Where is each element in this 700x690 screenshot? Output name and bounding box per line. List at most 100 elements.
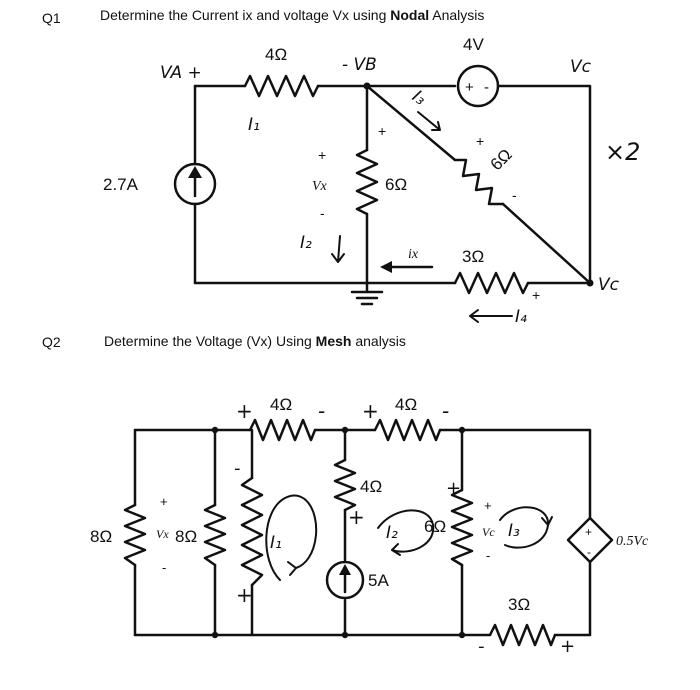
q2-hand-i2: I₂ bbox=[386, 523, 398, 543]
q1-title-prefix: Determine the Current ix and voltage Vx … bbox=[100, 7, 391, 23]
q1-number: Q1 bbox=[42, 10, 61, 26]
q2-node-a bbox=[211, 426, 219, 434]
q1-current-source bbox=[173, 162, 217, 206]
q1-hand-va: VA + bbox=[160, 63, 202, 83]
q2-hand-plus-6ohm: + bbox=[446, 478, 461, 499]
q1-hand-i3-arrow-icon bbox=[417, 111, 441, 131]
q1-title: Determine the Current ix and voltage Vx … bbox=[100, 7, 484, 23]
q1-voltage-source-4v bbox=[456, 64, 500, 108]
q1-label-r-bottom: 3Ω bbox=[462, 247, 484, 266]
q1-label-source-minus: - bbox=[484, 79, 489, 96]
q2-source-arrowhead-icon bbox=[339, 564, 351, 575]
q1-hand-i4-arrow-icon bbox=[469, 309, 513, 323]
q1-source-arrowhead-icon bbox=[188, 166, 202, 178]
q2-label-dep-source: 0.5Vc bbox=[616, 534, 649, 549]
q1-label-ix: ix bbox=[408, 247, 419, 262]
q2-label-r-6: 6Ω bbox=[424, 517, 446, 536]
q1-hand-i3: I₃ bbox=[408, 86, 429, 109]
q1-label-vx: Vx bbox=[312, 179, 328, 194]
q2-hand-plus-top-right: + bbox=[362, 399, 379, 423]
q2-bottom-wire-right bbox=[553, 560, 592, 637]
q1-label-vx-minus: - bbox=[320, 205, 325, 221]
q2-label-r-bottom: 3Ω bbox=[508, 595, 530, 614]
q1-label-r-mid: 6Ω bbox=[385, 175, 407, 194]
q1-hand-i2-arrow-icon bbox=[331, 235, 345, 263]
q2-hand-i3: I₃ bbox=[508, 521, 520, 541]
q1-hand-i1: I₁ bbox=[248, 115, 260, 135]
q2-title-bold: Mesh bbox=[315, 333, 352, 349]
q2-hand-minus-top-left: - bbox=[318, 399, 325, 423]
q1-resistor-3ohm bbox=[453, 271, 530, 295]
q2-label-r-mid: 4Ω bbox=[360, 477, 382, 496]
q2-dependent-source bbox=[566, 516, 614, 564]
q2-dep-minus: - bbox=[587, 545, 591, 559]
q1-circuit: 4Ω 4V + - 2.7A 6Ω 6Ω 3Ω Vx + - ix + + VA… bbox=[103, 35, 640, 327]
q2-mesh-i1-arrow-icon bbox=[287, 561, 297, 576]
q2-hand-plus-top-left: + bbox=[236, 399, 253, 423]
q1-diagonal-wire-bottom bbox=[501, 202, 592, 285]
q1-hand-vc-right: Vc bbox=[598, 275, 620, 295]
q1-ix-arrowhead-icon bbox=[380, 261, 392, 273]
q2-node-d bbox=[211, 631, 219, 639]
q2-label-vc-minus: - bbox=[486, 548, 490, 563]
q2-node-f bbox=[458, 631, 466, 639]
q2-label-vx-minus: - bbox=[162, 560, 166, 575]
q1-resistor-6ohm bbox=[355, 148, 379, 216]
q2-resistor-4ohm-right bbox=[373, 418, 442, 442]
q2-resistor-3ohm bbox=[488, 623, 557, 647]
q2-mesh-i3-arrow-icon bbox=[541, 516, 553, 526]
q1-resistor-4ohm bbox=[243, 74, 320, 98]
q1-label-vx-plus: + bbox=[318, 147, 326, 163]
q2-resistor-third bbox=[240, 476, 264, 587]
q1-label-i-source: 2.7A bbox=[103, 175, 139, 194]
q2-circuit: + - 4Ω 4Ω 4Ω 8Ω 8Ω 6Ω 3Ω 5A Vx + - Vc + … bbox=[90, 395, 649, 657]
q2-mesh-i1-loop-icon bbox=[265, 494, 318, 581]
q2-label-r-top-left: 4Ω bbox=[270, 395, 292, 414]
q2-title: Determine the Voltage (Vx) Using Mesh an… bbox=[104, 333, 406, 349]
q2-title-suffix: analysis bbox=[351, 333, 406, 349]
q2-dep-plus: + bbox=[585, 525, 592, 539]
q1-label-diag-plus: + bbox=[476, 133, 484, 149]
q1-hand-i4: I₄ bbox=[515, 307, 527, 327]
q1-node-vc bbox=[586, 279, 594, 287]
q2-number: Q2 bbox=[42, 334, 61, 350]
q1-hand-i2: I₂ bbox=[300, 233, 312, 253]
q1-top-wire-right bbox=[496, 84, 592, 285]
q1-hand-diag-minus: - bbox=[512, 187, 517, 203]
q2-hand-minus-top-right: - bbox=[442, 399, 449, 423]
q2-current-source-5a bbox=[325, 560, 365, 600]
q1-node-vb bbox=[363, 82, 371, 90]
q1-label-v-source: 4V bbox=[463, 35, 484, 54]
q2-node-c bbox=[458, 426, 466, 434]
q2-label-vc: Vc bbox=[482, 525, 495, 539]
q2-node-b bbox=[341, 426, 349, 434]
q2-hand-plus-third: + bbox=[236, 583, 253, 607]
q2-mesh-i2-arrow-icon bbox=[391, 543, 401, 556]
q1-hand-vb: - VB bbox=[342, 55, 377, 75]
q2-label-r-left: 8Ω bbox=[90, 527, 112, 546]
q1-resistor-6ohm-diagonal bbox=[453, 158, 505, 206]
q2-resistor-6ohm bbox=[450, 488, 474, 567]
q1-label-r-top: 4Ω bbox=[265, 45, 287, 64]
q2-label-r-left2: 8Ω bbox=[175, 527, 197, 546]
q1-label-r-diag: 6Ω bbox=[487, 145, 516, 174]
q1-ground-icon bbox=[350, 281, 384, 306]
q2-title-prefix: Determine the Voltage (Vx) Using bbox=[104, 333, 316, 349]
q2-label-vx-plus: + bbox=[160, 494, 168, 509]
q2-node-e bbox=[341, 631, 349, 639]
q2-resistor-4ohm-mid bbox=[333, 458, 357, 512]
q1-title-suffix: Analysis bbox=[429, 7, 485, 23]
q2-resistor-8ohm-left bbox=[123, 503, 147, 567]
q2-hand-plus-mid: + bbox=[348, 505, 365, 529]
q1-label-6ohm-plus: + bbox=[378, 123, 386, 139]
q2-label-5a: 5A bbox=[368, 571, 389, 590]
q2-label-vc-plus: + bbox=[484, 498, 492, 513]
q2-hand-plus-3ohm: + bbox=[560, 636, 575, 657]
q1-hand-vc-top: Vc bbox=[570, 57, 592, 77]
q1-diagonal-wire-top bbox=[365, 84, 457, 162]
q2-label-r-top-right: 4Ω bbox=[395, 395, 417, 414]
q2-mesh-i2-loop-icon bbox=[377, 509, 435, 553]
q2-resistor-4ohm-left bbox=[248, 418, 317, 442]
q1-title-bold: Nodal bbox=[390, 7, 430, 23]
q2-resistor-8ohm-second bbox=[203, 503, 227, 567]
